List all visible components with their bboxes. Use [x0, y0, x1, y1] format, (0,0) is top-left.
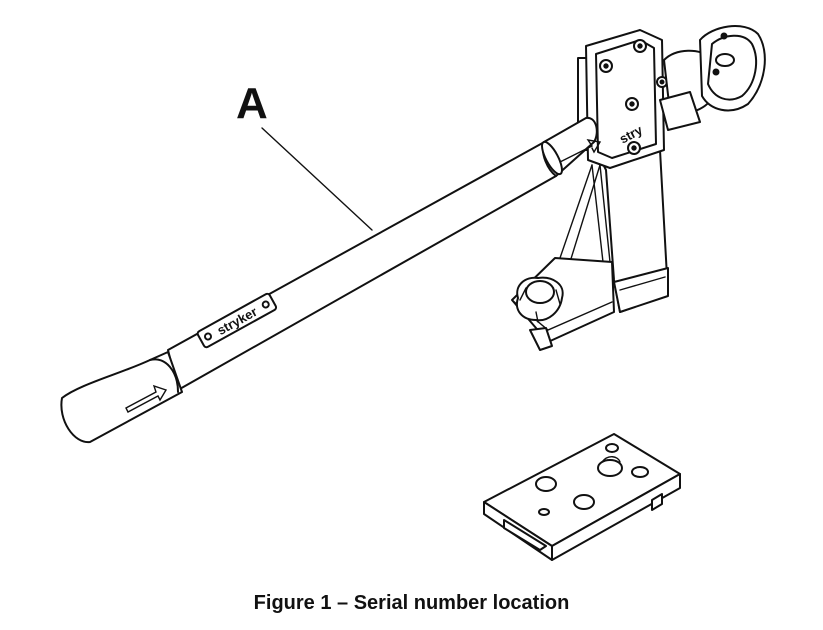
knob-icon [516, 276, 564, 323]
rod: stryker [60, 116, 602, 444]
mounting-bracket: stry [511, 25, 766, 351]
callout-label-a: A [236, 79, 268, 128]
rod-brand-label [196, 292, 278, 349]
device-illustration: stry stryker [60, 25, 766, 561]
base-plate [483, 433, 681, 561]
figure-caption: Figure 1 – Serial number location [253, 592, 570, 614]
